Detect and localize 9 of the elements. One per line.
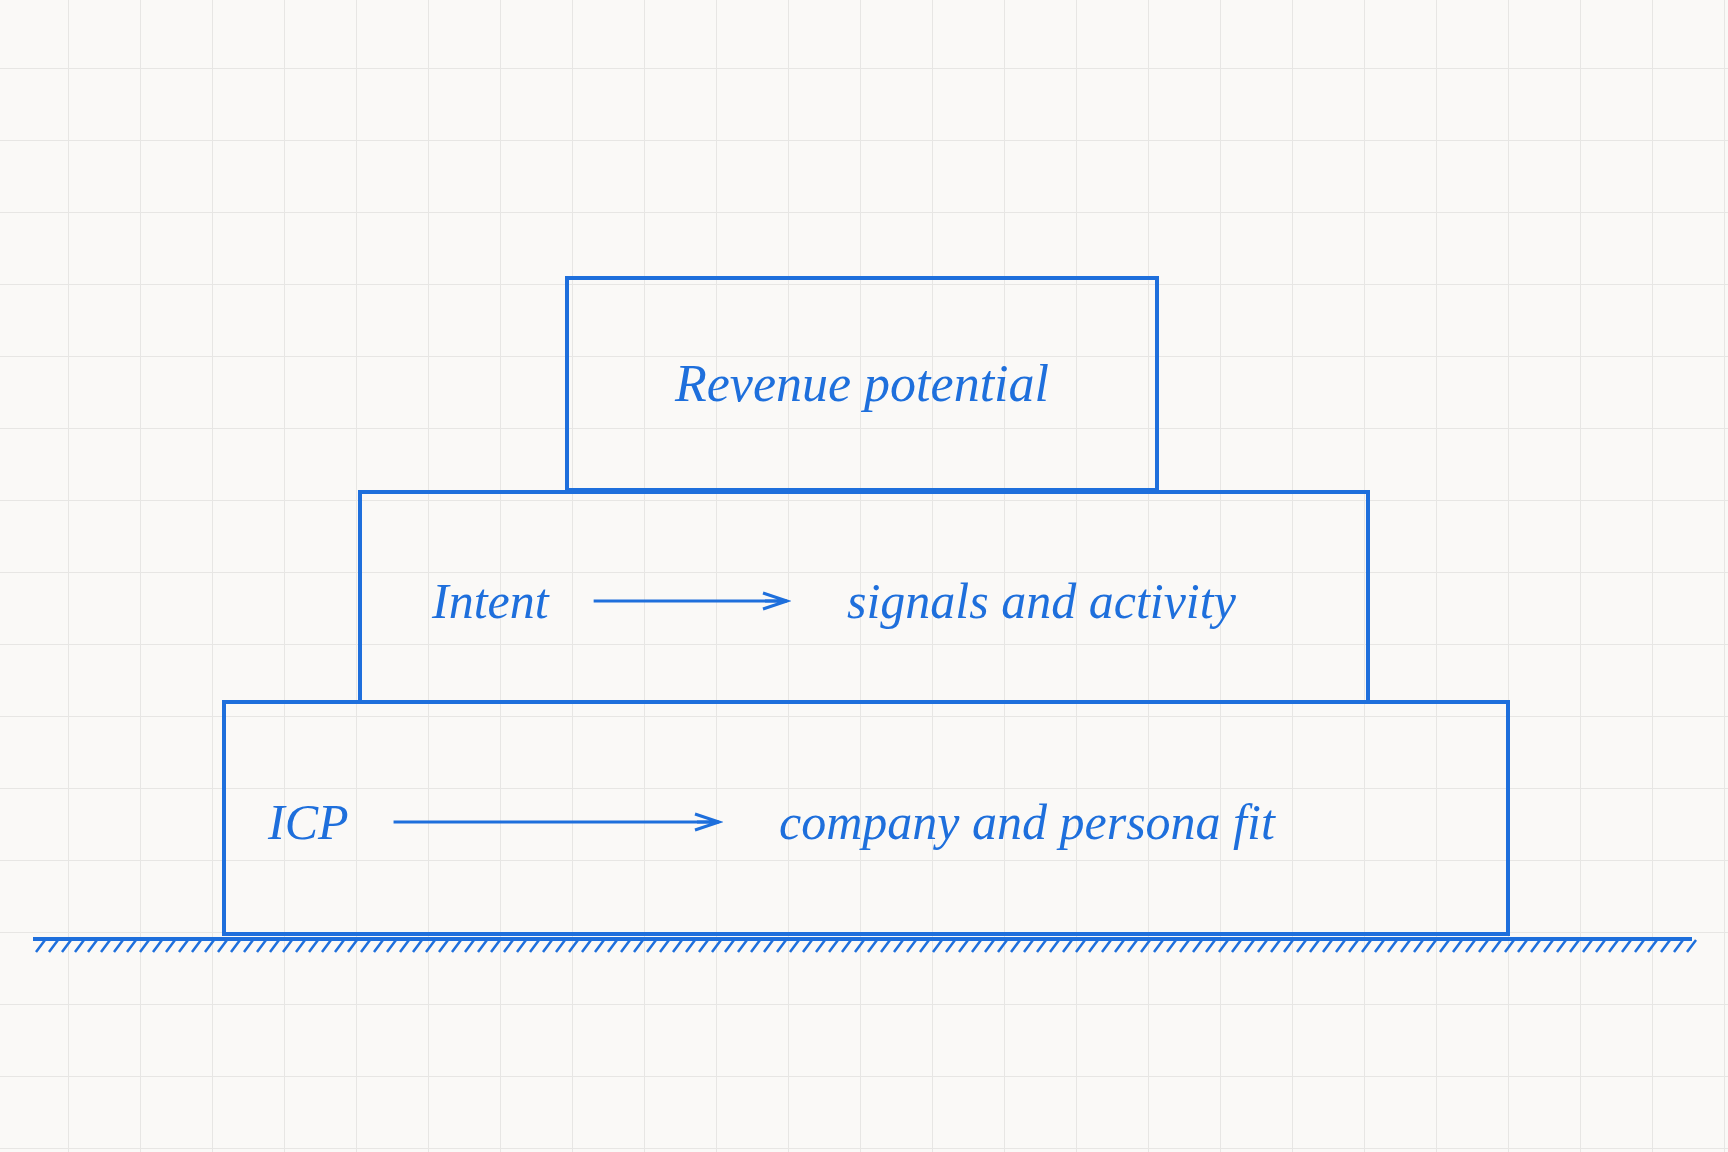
tier-label: signals and activity <box>847 571 1236 631</box>
pyramid-tier <box>222 700 1510 936</box>
tier-label: company and persona fit <box>779 792 1275 852</box>
arrow <box>393 812 721 832</box>
tier-label: ICP <box>268 792 349 852</box>
arrow <box>593 591 789 611</box>
pyramid-tier <box>565 276 1159 492</box>
tier-title: Revenue potential <box>675 353 1049 414</box>
tier-label: Intent <box>432 571 549 631</box>
